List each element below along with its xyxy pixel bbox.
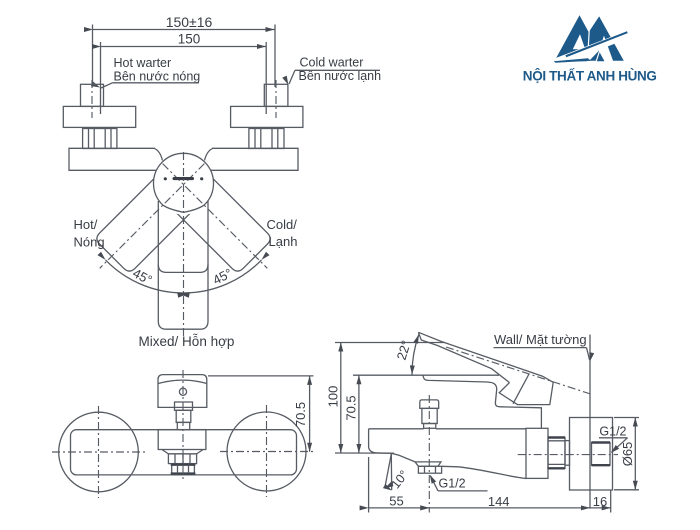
svg-text:Bên nước nóng: Bên nước nóng — [114, 70, 201, 84]
svg-text:55: 55 — [389, 494, 403, 509]
svg-text:22°: 22° — [394, 339, 414, 362]
svg-text:150±16: 150±16 — [166, 14, 213, 30]
svg-text:16: 16 — [593, 494, 607, 509]
svg-text:150: 150 — [178, 32, 201, 47]
svg-text:Bên nước lạnh: Bên nước lạnh — [299, 69, 382, 83]
svg-text:70.5: 70.5 — [293, 402, 308, 427]
svg-text:45°: 45° — [210, 265, 234, 287]
svg-text:Hot/: Hot/ — [74, 217, 98, 232]
svg-text:Nóng: Nóng — [74, 235, 105, 250]
svg-text:Hot warter: Hot warter — [114, 56, 172, 70]
svg-text:70.5: 70.5 — [344, 395, 359, 420]
svg-text:100: 100 — [326, 386, 341, 408]
svg-text:Cold/: Cold/ — [267, 217, 298, 232]
svg-text:Wall/ Mặt tường: Wall/ Mặt tường — [494, 332, 587, 347]
svg-text:G1/2: G1/2 — [439, 477, 466, 491]
svg-text:G1/2: G1/2 — [599, 425, 626, 439]
svg-text:Ø65: Ø65 — [620, 442, 635, 467]
svg-text:Cold warter: Cold warter — [300, 56, 364, 70]
svg-text:144: 144 — [488, 494, 510, 509]
svg-text:Lạnh: Lạnh — [269, 234, 298, 249]
svg-text:Mixed/ Hỗn hợp: Mixed/ Hỗn hợp — [139, 334, 235, 349]
svg-text:NỘI THẤT ANH HÙNG: NỘI THẤT ANH HÙNG — [523, 69, 657, 84]
